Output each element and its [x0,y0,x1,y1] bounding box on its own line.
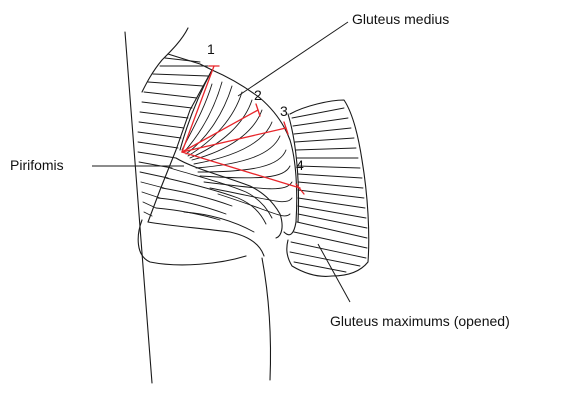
label-leaders [92,22,350,302]
marker-2: 2 [254,88,262,102]
marker-1: 1 [207,42,215,56]
marker-4: 4 [296,158,304,172]
leader-gluteus-medius [238,22,348,96]
leader-gluteus-maximus [318,244,350,302]
label-gluteus-maximus: Gluteus maximums (opened) [330,314,510,328]
label-gluteus-medius: Gluteus medius [352,12,449,26]
tick-2 [256,104,260,116]
line-1 [182,66,214,152]
gluteus-medius-muscle [180,70,297,235]
piriformis-muscle [148,158,282,256]
line-2 [182,110,258,152]
label-pirifomis: Pirifomis [10,158,64,172]
marker-3: 3 [280,104,288,118]
